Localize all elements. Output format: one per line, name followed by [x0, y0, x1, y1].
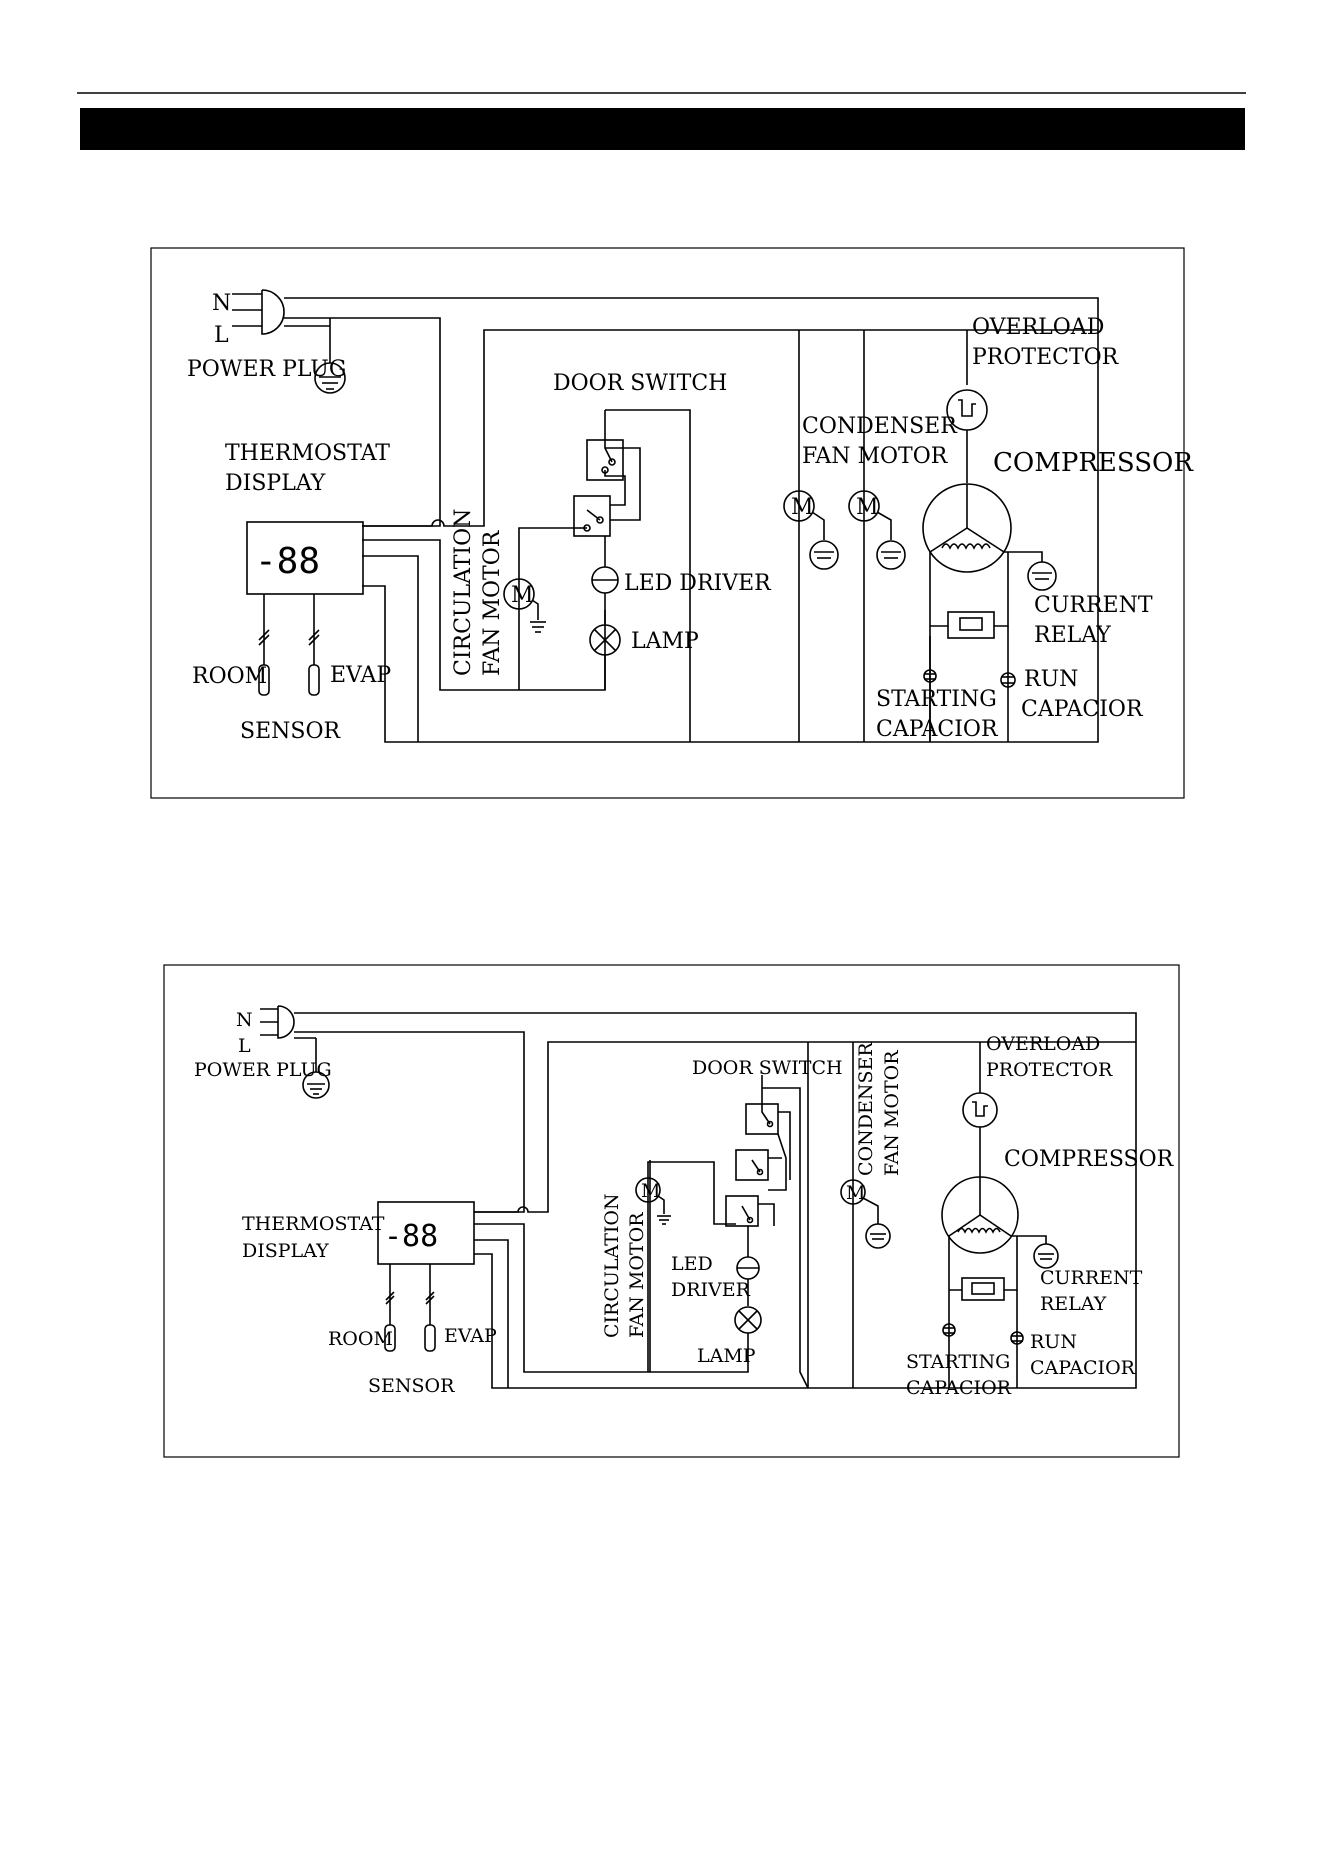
- condenser-label: CONDENSER: [855, 1042, 877, 1176]
- thermostat-label: THERMOSTAT: [242, 1213, 385, 1235]
- led-driver-label: LED DRIVER: [624, 571, 772, 596]
- door-switch-label: DOOR SWITCH: [692, 1057, 843, 1079]
- run-capacitor-icon: [1000, 626, 1016, 742]
- overload-protector-icon: [946, 389, 988, 483]
- n-label: N: [236, 1009, 253, 1031]
- lamp-icon: [734, 1306, 762, 1345]
- svg-text:-88: -88: [384, 1219, 438, 1254]
- l-label: L: [214, 323, 229, 348]
- starting-capacior-label: CAPACIOR: [906, 1377, 1012, 1399]
- starting-label: STARTING: [876, 687, 997, 712]
- diagram-2-frame: [163, 964, 1180, 1458]
- thermostat-label: THERMOSTAT: [225, 441, 390, 466]
- svg-text:-88: -88: [255, 541, 320, 582]
- room-sensor-icon: [384, 1264, 396, 1352]
- circulation-fan-motor-icon: M: [503, 578, 546, 633]
- thermostat-display: -88: [246, 521, 364, 595]
- circulation-fan-motor-label: FAN MOTOR: [480, 529, 505, 676]
- lamp-label: LAMP: [697, 1345, 756, 1367]
- circulation-label: CIRCULATION: [451, 509, 476, 676]
- circulation-label: CIRCULATION: [601, 1193, 623, 1338]
- run-label: RUN: [1024, 667, 1078, 692]
- svg-text:M: M: [846, 1182, 865, 1204]
- thermostat-display: -88: [377, 1201, 475, 1265]
- run-capacitor-icon: [1010, 1290, 1024, 1388]
- lamp-label: LAMP: [631, 629, 699, 654]
- condenser-fan-motor-icon: M: [848, 490, 906, 570]
- starting-capacitor-icon: [923, 636, 937, 742]
- power-plug-label: POWER PLUG: [187, 357, 346, 382]
- power-plug-icon: [232, 289, 285, 335]
- power-plug-icon: [260, 1005, 295, 1039]
- sensor-label: SENSOR: [240, 719, 341, 744]
- overload-label: OVERLOAD: [972, 315, 1104, 340]
- compressor-icon: [941, 1176, 1059, 1388]
- run-capacior-label: CAPACIOR: [1021, 697, 1144, 722]
- compressor-label: COMPRESSOR: [1004, 1147, 1175, 1172]
- display-label: DISPLAY: [225, 471, 326, 496]
- wiring-diagram-2: M -88 M: [163, 964, 1180, 1458]
- sensor-label: SENSOR: [368, 1375, 455, 1397]
- condenser-fan-motor-icon: M: [840, 1179, 891, 1249]
- lamp-icon: [589, 624, 621, 690]
- led-driver-icon: [736, 1250, 760, 1306]
- title-bar: [80, 108, 1245, 150]
- evap-label: EVAP: [330, 663, 391, 688]
- starting-label: STARTING: [906, 1351, 1010, 1373]
- svg-text:M: M: [791, 495, 814, 520]
- relay-label: RELAY: [1040, 1293, 1107, 1315]
- led-label: LED: [671, 1253, 713, 1275]
- diagram-1-frame: [150, 247, 1185, 799]
- circulation-fan-motor-icon: M: [635, 1177, 671, 1225]
- ground-icon: [302, 1038, 330, 1099]
- svg-text:M: M: [856, 495, 879, 520]
- current-label: CURRENT: [1040, 1267, 1143, 1289]
- svg-text:M: M: [511, 583, 534, 608]
- room-sensor-icon: [258, 594, 270, 696]
- condenser-fan-motor-icon: M: [783, 490, 839, 570]
- n-label: N: [212, 291, 231, 316]
- l-label: L: [238, 1035, 251, 1057]
- door-switch: [573, 410, 641, 560]
- condenser-fan-motor-label: FAN MOTOR: [802, 444, 949, 469]
- relay-label: RELAY: [1034, 623, 1111, 648]
- current-label: CURRENT: [1034, 593, 1153, 618]
- display-label: DISPLAY: [242, 1240, 329, 1262]
- circulation-fan-motor-label: FAN MOTOR: [626, 1212, 648, 1338]
- starting-capacior-label: CAPACIOR: [876, 717, 999, 742]
- run-label: RUN: [1030, 1331, 1077, 1353]
- room-label: ROOM: [328, 1328, 393, 1350]
- protector-label: PROTECTOR: [986, 1059, 1113, 1081]
- run-capacior-label: CAPACIOR: [1030, 1357, 1136, 1379]
- overload-protector-icon: [962, 1092, 998, 1177]
- door-switch-label: DOOR SWITCH: [553, 371, 727, 396]
- led-driver-icon: [591, 560, 619, 624]
- evap-sensor-icon: [424, 1264, 436, 1352]
- room-label: ROOM: [192, 664, 267, 689]
- protector-label: PROTECTOR: [972, 345, 1120, 370]
- condenser-label: CONDENSER: [802, 414, 958, 439]
- starting-capacitor-icon: [942, 1323, 956, 1337]
- condenser-fan-motor-label: FAN MOTOR: [881, 1050, 903, 1176]
- power-plug-label: POWER PLUG: [194, 1059, 332, 1081]
- svg-text:M: M: [641, 1180, 660, 1202]
- overload-label: OVERLOAD: [986, 1033, 1100, 1055]
- wiring-diagram-1: M -88 M: [150, 247, 1194, 799]
- evap-label: EVAP: [444, 1325, 497, 1347]
- driver-label: DRIVER: [671, 1279, 751, 1301]
- evap-sensor-icon: [308, 594, 320, 696]
- compressor-label: COMPRESSOR: [993, 448, 1194, 478]
- current-relay-icon: [949, 1236, 1018, 1301]
- door-switch: [725, 1075, 791, 1250]
